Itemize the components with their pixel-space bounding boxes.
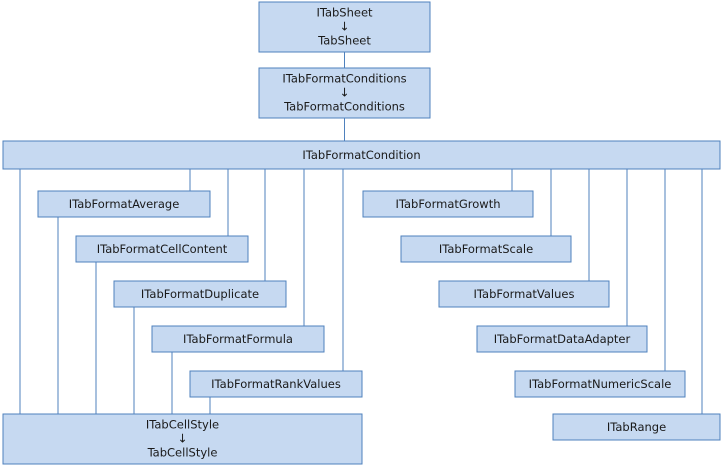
node-box-tabformatscale [400, 235, 572, 263]
node-box-tabsheet [258, 1, 431, 53]
node-interface-label-tabformatformula: ITabFormatFormula [183, 332, 293, 346]
node-interface-label-tabrange: ITabRange [607, 420, 666, 434]
node-tabformatduplicate[interactable]: ITabFormatDuplicate [113, 280, 287, 308]
node-box-tabrange [552, 413, 721, 441]
node-interface-label-tabformatdataadapter: ITabFormatDataAdapter [494, 332, 631, 346]
node-interface-label-tabformatnumericscale: ITabFormatNumericScale [529, 377, 672, 391]
node-box-tabformatduplicate [113, 280, 287, 308]
node-interface-label-tabformatcellcontent: ITabFormatCellContent [97, 242, 228, 256]
node-box-tabformatvalues [438, 280, 610, 308]
node-interface-label-tabcellstyle: ITabCellStyle [146, 418, 219, 432]
node-tabcellstyle[interactable]: ITabCellStyle↓TabCellStyle [2, 413, 363, 465]
node-box-tabcellstyle [2, 413, 363, 465]
node-interface-label-tabformatgrowth: ITabFormatGrowth [395, 197, 500, 211]
node-box-tabformatrankvalues [189, 370, 363, 398]
node-interface-label-tabformatduplicate: ITabFormatDuplicate [141, 287, 259, 301]
node-tabformatcellcontent[interactable]: ITabFormatCellContent [75, 235, 249, 263]
node-box-tabformatcondition [2, 140, 721, 170]
node-tabformatconditions[interactable]: ITabFormatConditions↓TabFormatConditions [258, 67, 431, 119]
node-interface-label-tabformatcondition: ITabFormatCondition [302, 148, 420, 162]
inheritance-arrow-icon-tabsheet: ↓ [339, 20, 349, 34]
node-interface-label-tabsheet: ITabSheet [316, 6, 373, 20]
node-class-label-tabformatconditions: TabFormatConditions [283, 100, 405, 114]
node-tabformatvalues[interactable]: ITabFormatValues [438, 280, 610, 308]
node-box-tabformataverage [37, 190, 211, 218]
node-box-tabformatnumericscale [514, 370, 686, 398]
node-box-tabformatgrowth [362, 190, 534, 218]
node-interface-label-tabformataverage: ITabFormatAverage [69, 197, 180, 211]
node-box-tabformatdataadapter [476, 325, 648, 353]
node-tabformatrankvalues[interactable]: ITabFormatRankValues [189, 370, 363, 398]
connector-layer [19, 52, 703, 414]
node-tabformatcondition[interactable]: ITabFormatCondition [2, 140, 721, 170]
inheritance-arrow-icon-tabformatconditions: ↓ [339, 86, 349, 100]
node-box-tabformatconditions [258, 67, 431, 119]
node-tabformatnumericscale[interactable]: ITabFormatNumericScale [514, 370, 686, 398]
node-tabformatdataadapter[interactable]: ITabFormatDataAdapter [476, 325, 648, 353]
node-tabrange[interactable]: ITabRange [552, 413, 721, 441]
node-interface-label-tabformatrankvalues: ITabFormatRankValues [211, 377, 341, 391]
node-class-label-tabsheet: TabSheet [317, 34, 371, 48]
node-interface-label-tabformatscale: ITabFormatScale [439, 242, 533, 256]
node-tabformatformula[interactable]: ITabFormatFormula [151, 325, 325, 353]
node-class-label-tabcellstyle: TabCellStyle [147, 446, 218, 460]
node-tabformataverage[interactable]: ITabFormatAverage [37, 190, 211, 218]
node-tabsheet[interactable]: ITabSheet↓TabSheet [258, 1, 431, 53]
node-interface-label-tabformatvalues: ITabFormatValues [474, 287, 575, 301]
inheritance-arrow-icon-tabcellstyle: ↓ [177, 432, 187, 446]
node-tabformatgrowth[interactable]: ITabFormatGrowth [362, 190, 534, 218]
node-tabformatscale[interactable]: ITabFormatScale [400, 235, 572, 263]
node-box-tabformatcellcontent [75, 235, 249, 263]
node-interface-label-tabformatconditions: ITabFormatConditions [282, 72, 406, 86]
node-box-tabformatformula [151, 325, 325, 353]
